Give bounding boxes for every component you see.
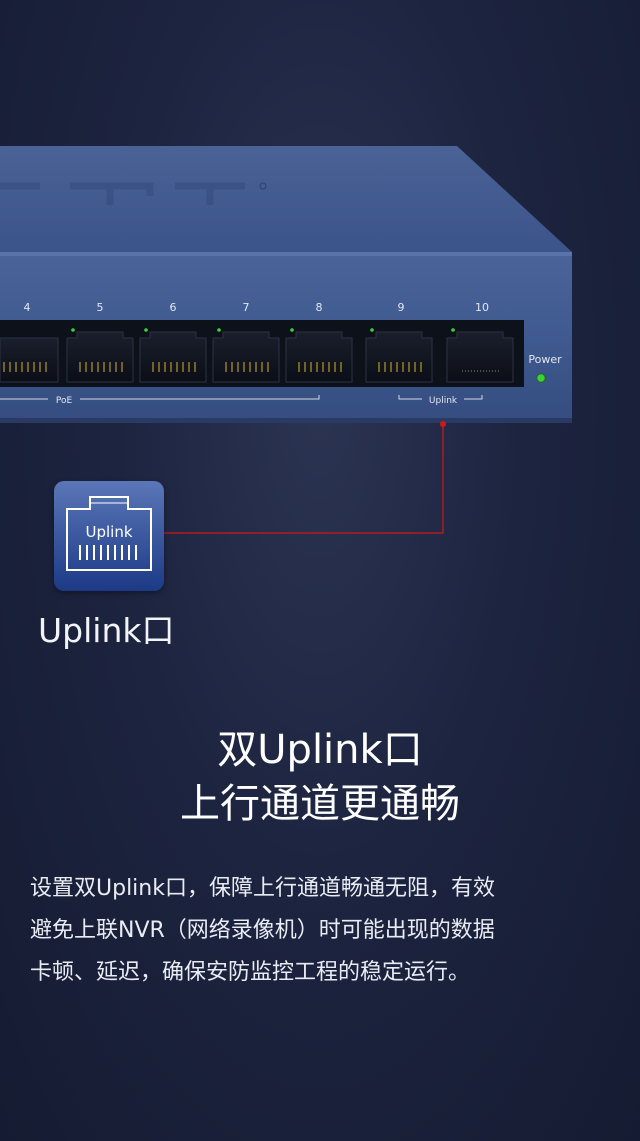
network-switch-image: 4 5 6 7 8 9 10 PoE Uplink Power xyxy=(0,146,572,534)
headline-line-1: 双Uplink口 xyxy=(217,727,423,773)
port-number-9: 9 xyxy=(398,301,405,314)
port-number-7: 7 xyxy=(243,301,250,314)
port-number-4: 4 xyxy=(24,301,31,314)
description-paragraph: 设置双Uplink口，保障上行通道畅通无阻，有效 避免上联NVR（网络录像机）时… xyxy=(30,868,610,994)
headline-line-2: 上行通道更通畅 xyxy=(180,781,460,827)
uplink-tile-label: Uplink xyxy=(85,523,133,541)
connector-line xyxy=(164,424,444,534)
uplink-group-label: Uplink xyxy=(429,396,458,406)
uplink-port-tile: Uplink xyxy=(54,481,164,591)
description-line-1: 设置双Uplink口，保障上行通道畅通无阻，有效 xyxy=(30,876,495,901)
port-number-8: 8 xyxy=(316,301,323,314)
port-number-10: 10 xyxy=(475,301,489,314)
port-number-6: 6 xyxy=(170,301,177,314)
description-line-2: 避免上联NVR（网络录像机）时可能出现的数据 xyxy=(30,918,495,943)
rj45-port-icon xyxy=(66,496,152,571)
uplink-port-caption: Uplink口 xyxy=(38,611,175,650)
poe-label: PoE xyxy=(56,396,73,406)
port-number-5: 5 xyxy=(97,301,104,314)
power-led-icon xyxy=(536,373,546,383)
description-line-3: 卡顿、延迟，确保安防监控工程的稳定运行。 xyxy=(30,960,471,985)
power-label: Power xyxy=(528,353,562,366)
